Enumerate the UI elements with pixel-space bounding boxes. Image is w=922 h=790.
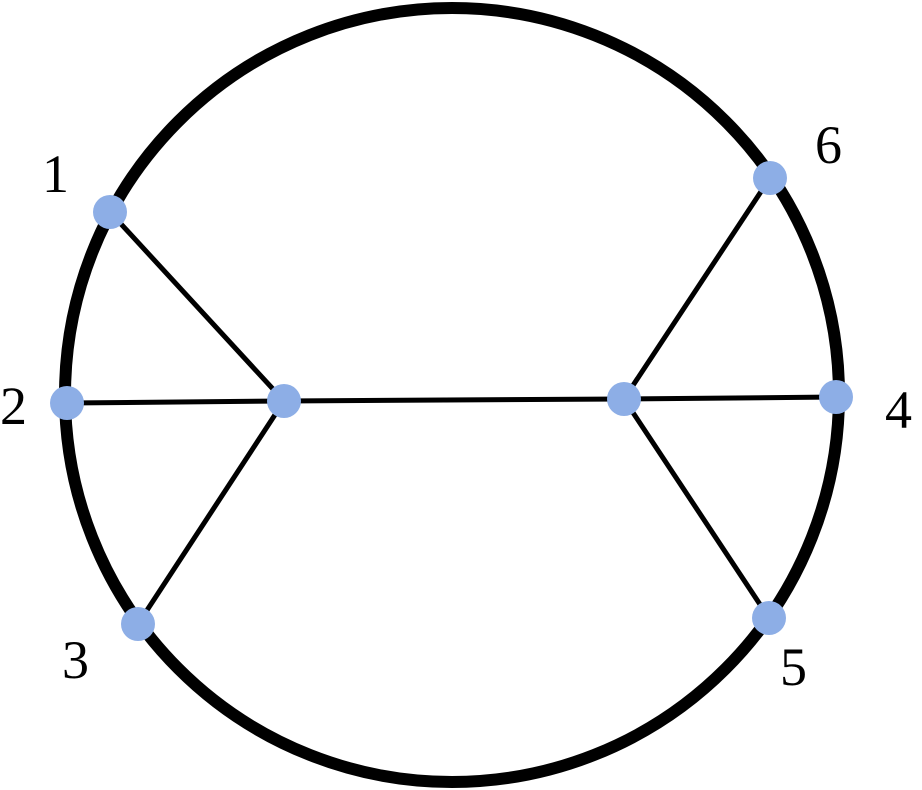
label-1: 1 <box>42 144 69 204</box>
node-internal-right <box>607 382 641 416</box>
edges <box>66 176 837 626</box>
label-6: 6 <box>815 115 842 175</box>
outer-circle <box>59 2 845 788</box>
labels: 1 2 3 4 5 6 <box>0 115 912 697</box>
edge-internal-left-internal-right <box>283 396 625 404</box>
edge-2-internal-left <box>66 398 285 406</box>
edge-internal-right-5 <box>621 397 772 620</box>
node-2 <box>50 386 84 420</box>
node-1 <box>93 195 127 229</box>
nodes <box>50 161 853 641</box>
node-5 <box>752 601 786 635</box>
label-5: 5 <box>780 637 807 697</box>
label-2: 2 <box>0 376 27 436</box>
node-3 <box>121 607 155 641</box>
label-3: 3 <box>62 630 89 690</box>
edge-internal-right-4 <box>623 394 837 402</box>
node-internal-left <box>267 384 301 418</box>
edge-1-internal-left <box>108 210 286 403</box>
edge-3-internal-left <box>135 399 287 626</box>
node-4 <box>819 380 853 414</box>
edge-internal-right-6 <box>621 176 773 401</box>
label-4: 4 <box>885 380 912 440</box>
node-6 <box>753 161 787 195</box>
